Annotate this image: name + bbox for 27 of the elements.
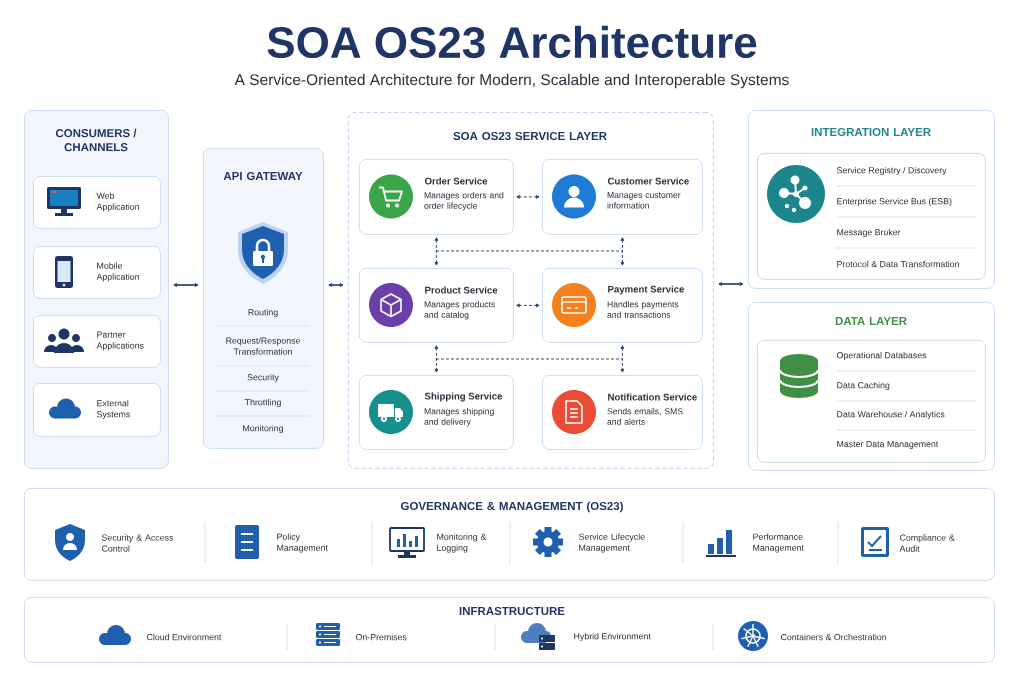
arrow — [620, 345, 625, 373]
arrow — [516, 195, 540, 199]
title: SOA OS23 Architecture — [267, 25, 757, 59]
arrow — [434, 237, 439, 266]
channel-card: External Systems — [33, 383, 161, 437]
infrastructure-panel: INFRASTRUCTURE Cloud Environment On-Premises Hybrid Environment Containers & Orchestration — [24, 597, 995, 663]
arrow — [434, 345, 439, 373]
connector-line — [435, 250, 623, 252]
data-list: Operational Databases Data Caching Data Warehouse / Analytics Master Data Management — [757, 340, 986, 463]
arrow — [516, 303, 540, 308]
connector-line — [435, 358, 623, 360]
arrow — [718, 282, 744, 286]
channel-card: Web Application — [33, 176, 161, 229]
arrow — [328, 283, 344, 287]
gateway-panel: API GATEWAY Routing Request/Response Transformation Security Throttling Monitoring — [203, 148, 324, 449]
channel-card: Mobile Application — [33, 246, 161, 299]
channel-card: Partner Applications — [33, 315, 161, 368]
service-card: Notification Service Sends emails, SMS and alerts — [542, 375, 703, 450]
service-card: Payment Service Handles payments and transactions — [542, 268, 703, 343]
governance-panel: GOVERNANCE & MANAGEMENT (OS23) Security & Access Control Policy Management Monitoring & Logging Service Lifecycle Management Performance Management Compliance & Audit — [24, 488, 995, 581]
subtitle: A Service-Oriented Architecture for Modern, Scalable and Interoperable Systems — [234, 73, 789, 89]
service-card: Product Service Manages products and catalog — [359, 268, 514, 343]
arrow — [173, 283, 199, 287]
service-card: Customer Service Manages customer information — [542, 159, 703, 235]
service-card: Shipping Service Manages shipping and delivery — [359, 375, 514, 450]
arrow — [620, 237, 625, 266]
service-card: Order Service Manages orders and order lifecycle — [359, 159, 514, 235]
